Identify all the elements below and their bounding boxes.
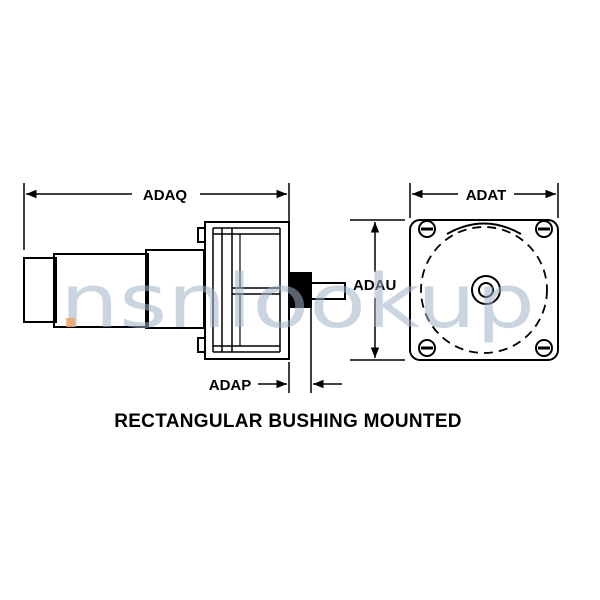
adat-label: ADAT	[466, 187, 507, 204]
dashed-body-outline	[420, 226, 548, 354]
screw-bottom-right	[535, 339, 553, 357]
lower-lug	[197, 337, 206, 353]
rear-cap	[23, 257, 57, 323]
upper-lug	[197, 227, 206, 243]
adau-label: ADAU	[353, 277, 396, 294]
shaft	[310, 282, 346, 300]
front-view	[350, 183, 559, 361]
adaq-label: ADAQ	[143, 187, 187, 204]
mounting-plate	[409, 219, 559, 361]
watermark-logo: nsnlookup	[60, 259, 535, 345]
shaft-end	[478, 282, 494, 298]
screw-bottom-left	[418, 339, 436, 357]
screw-top-left	[418, 220, 436, 238]
center-boss	[471, 275, 501, 305]
rear-body	[53, 253, 149, 328]
adap-label: ADAP	[209, 377, 252, 394]
screw-top-right	[535, 220, 553, 238]
svg-text:nsnlookup: nsnlookup	[60, 259, 535, 345]
side-view	[23, 183, 346, 393]
diagram-caption: RECTANGULAR BUSHING MOUNTED	[114, 411, 462, 432]
